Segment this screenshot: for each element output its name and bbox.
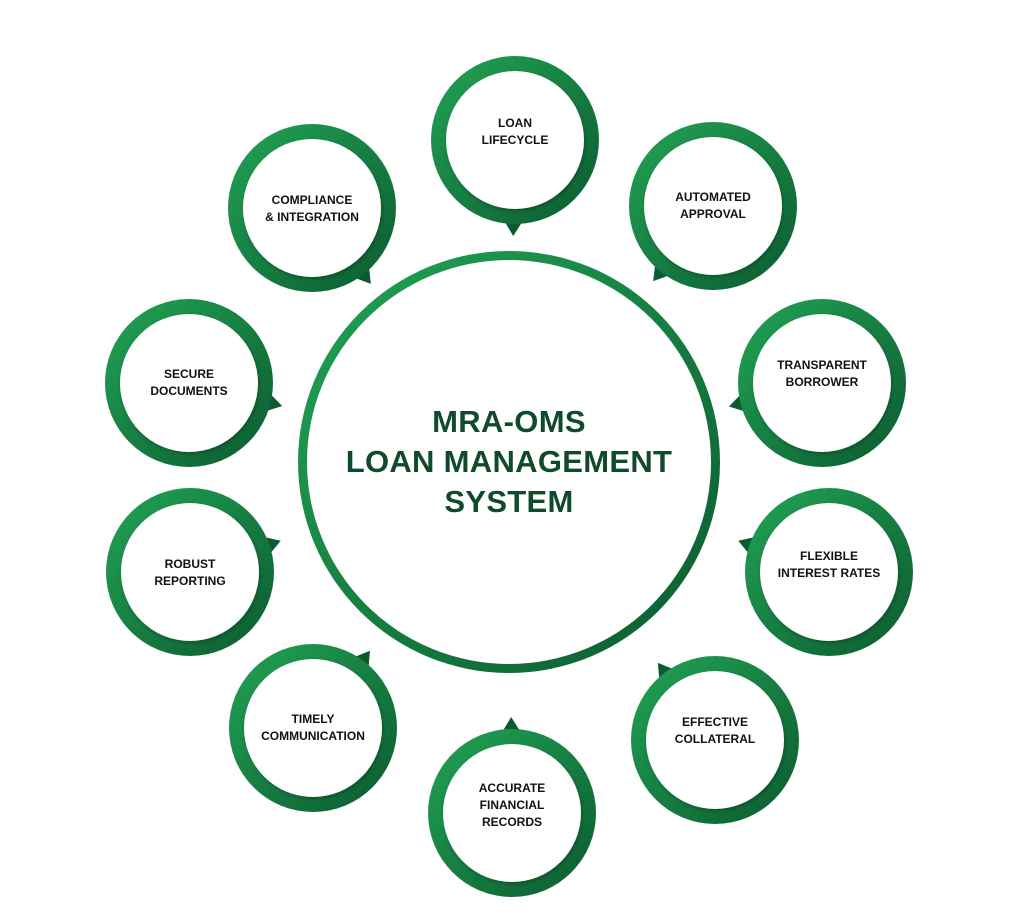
node-loan-lifecycle — [431, 56, 599, 236]
node-center — [446, 71, 584, 209]
node-accurate-financial-records — [428, 717, 596, 897]
node-center — [121, 503, 259, 641]
node-center — [120, 314, 258, 452]
node-automated-approval — [629, 122, 797, 290]
node-center — [644, 137, 782, 275]
node-center — [753, 314, 891, 452]
node-effective-collateral — [631, 656, 799, 824]
node-robust-reporting — [106, 488, 281, 656]
node-center — [443, 744, 581, 882]
satellite-nodes — [105, 56, 913, 897]
node-transparent-borrower — [728, 299, 906, 467]
hub-center — [307, 260, 711, 664]
hub-node — [298, 251, 720, 673]
node-center — [646, 671, 784, 809]
node-timely-communication — [229, 644, 397, 812]
node-compliance-integration — [228, 124, 396, 292]
node-center — [243, 139, 381, 277]
node-center — [760, 503, 898, 641]
node-secure-documents — [105, 299, 283, 467]
node-flexible-interest-rates — [738, 488, 913, 656]
node-center — [244, 659, 382, 797]
